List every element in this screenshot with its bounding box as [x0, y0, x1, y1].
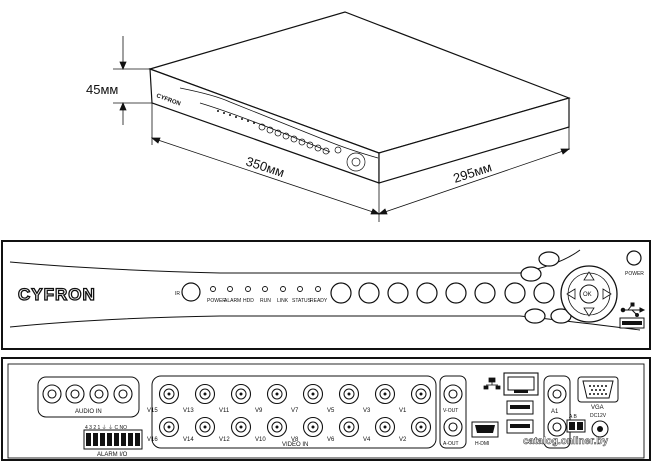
isometric-view: [148, 11, 571, 184]
connector-pin: [383, 425, 387, 429]
connector-pin: [311, 392, 315, 396]
front-button-3[interactable]: [387, 282, 409, 304]
vga-port[interactable]: [577, 376, 619, 403]
front-button-7[interactable]: [504, 282, 526, 304]
iso-leds: [217, 110, 255, 124]
connector-pin: [167, 425, 171, 429]
video-label-v14: V14: [183, 437, 194, 443]
label-run: RUN: [260, 298, 271, 304]
front-button-2[interactable]: [358, 282, 380, 304]
label-status: STATUS: [292, 298, 312, 304]
led-power: [210, 286, 216, 292]
front-usb-port[interactable]: [619, 317, 645, 329]
connector-pin: [239, 392, 243, 396]
video-in-label: VIDEO IN: [282, 442, 308, 448]
led-link: [280, 286, 286, 292]
connector-pin: [347, 392, 351, 396]
label-alarm: ALARM: [224, 298, 241, 304]
video-in-top-row: [158, 383, 432, 405]
ir-window: [181, 282, 201, 302]
dimension-lines: [113, 36, 571, 222]
front-buttons: [330, 251, 572, 324]
connector-pin: [419, 425, 423, 429]
connector-pin: [419, 392, 423, 396]
power-label: POWER: [625, 271, 644, 277]
led-ready: [315, 286, 321, 292]
connector-pin: [167, 392, 171, 396]
rs485-label: A B: [569, 414, 577, 420]
video-in-bottom-row: [158, 416, 432, 438]
label-power: POWER: [207, 298, 226, 304]
video-label-v4: V4: [363, 437, 371, 443]
connector-pin: [203, 392, 207, 396]
front-oval-button-1[interactable]: [520, 266, 542, 282]
front-button-6[interactable]: [474, 282, 496, 304]
connector-pin: [239, 425, 243, 429]
video-label-v15: V15: [147, 408, 158, 414]
hdmi-label: H-DMI: [475, 441, 489, 447]
front-oval-button-2[interactable]: [538, 251, 560, 267]
front-button-8[interactable]: [533, 282, 555, 304]
connector-pin: [275, 425, 279, 429]
audio-in-label: AUDIO IN: [75, 409, 102, 415]
front-button-5[interactable]: [445, 282, 467, 304]
alarm-label: ALARM I/O: [97, 452, 128, 458]
led-run: [262, 286, 268, 292]
watermark: catalog.onliner.by: [523, 436, 608, 447]
label-hdd: HDD: [243, 298, 254, 304]
iso-buttons: [258, 123, 366, 172]
connector-pin: [275, 392, 279, 396]
label-link: LINK: [277, 298, 289, 304]
video-label-v5: V5: [327, 408, 335, 414]
video-label-v11: V11: [219, 408, 230, 414]
rs485-terminal[interactable]: [566, 419, 586, 433]
ir-label: IR: [175, 291, 180, 297]
a-out-label: A-OUT: [443, 441, 459, 447]
alarm-terminal[interactable]: [83, 429, 143, 450]
video-label-v3: V3: [363, 408, 371, 414]
label-ready: READY: [310, 298, 328, 304]
video-label-v16: V16: [147, 437, 158, 443]
v-out-label: V-OUT: [443, 408, 458, 414]
front-brand-logo: CYFRON: [18, 285, 96, 304]
network-icon: [483, 377, 501, 390]
video-in-group: [151, 375, 437, 449]
vga-label: VGA: [591, 405, 604, 411]
a1-label: A1: [551, 409, 559, 415]
ok-label: OK: [583, 292, 592, 298]
video-label-v2: V2: [399, 437, 407, 443]
navigation-arrows-icon[interactable]: [560, 265, 618, 323]
video-label-v12: V12: [219, 437, 230, 443]
connector-pin: [383, 392, 387, 396]
connector-pin: [311, 425, 315, 429]
video-label-v7: V7: [291, 408, 299, 414]
hdmi-port[interactable]: [471, 421, 499, 438]
indicator-leds: [210, 286, 321, 292]
dc-power-jack[interactable]: [591, 420, 609, 438]
video-label-v1: V1: [399, 408, 407, 414]
dc-label: DC12V: [590, 413, 607, 419]
led-alarm: [227, 286, 233, 292]
video-label-v13: V13: [183, 408, 194, 414]
led-hdd: [245, 286, 251, 292]
video-label-v9: V9: [255, 408, 263, 414]
audio-in-group: [37, 376, 140, 418]
video-label-v6: V6: [327, 437, 335, 443]
front-button-4[interactable]: [416, 282, 438, 304]
connector-pin: [347, 425, 351, 429]
height-dimension: 45мм: [86, 82, 118, 97]
power-button[interactable]: [626, 250, 642, 266]
usb-icon: [620, 302, 646, 317]
alarm-pin-labels: 4 3 2 1 ⏚ ⏚ C NO: [85, 424, 127, 431]
front-button-1[interactable]: [330, 282, 352, 304]
front-oval-button-3[interactable]: [524, 308, 546, 324]
video-label-v8: V8: [291, 437, 299, 443]
led-status: [297, 286, 303, 292]
usb-ports[interactable]: [506, 400, 534, 434]
lan-port[interactable]: [503, 372, 539, 396]
connector-pin: [203, 425, 207, 429]
video-label-v10: V10: [255, 437, 266, 443]
